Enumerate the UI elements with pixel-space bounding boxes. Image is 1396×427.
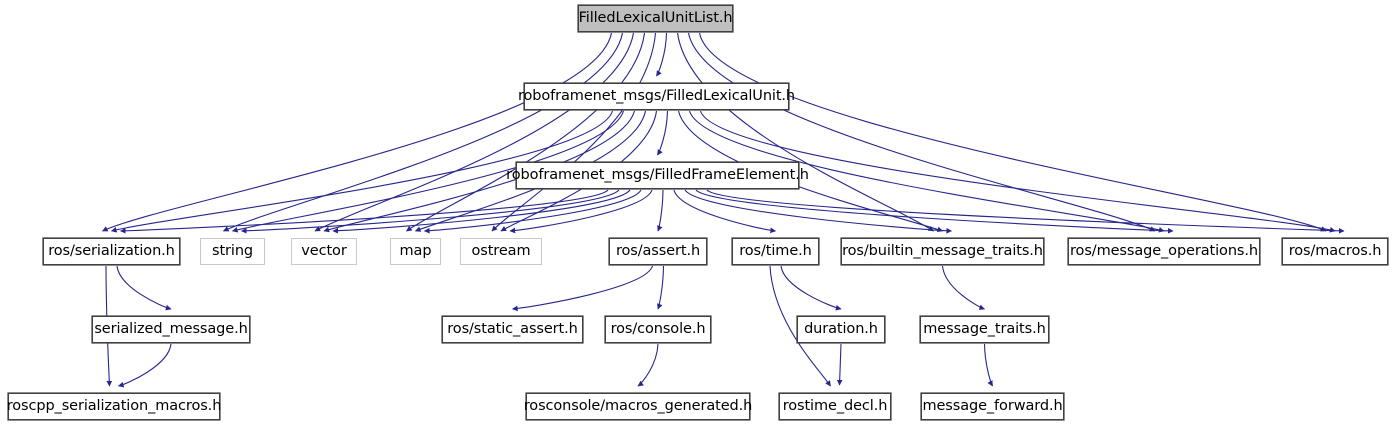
graph-node[interactable]: ros/message_operations.h (1068, 238, 1260, 265)
graph-edge (676, 32, 934, 232)
graph-edge (657, 110, 669, 156)
graph-edge (509, 189, 653, 234)
graph-edge (323, 110, 636, 233)
graph-node[interactable]: vector (291, 238, 357, 265)
graph-edge (699, 110, 1336, 233)
graph-node[interactable]: ros/serialization.h (43, 238, 180, 265)
graph-edge (119, 189, 609, 234)
graph-edge (117, 343, 172, 388)
graph-node[interactable]: message_traits.h (920, 316, 1049, 343)
graph-node[interactable]: rostime_decl.h (779, 393, 891, 420)
graph-node[interactable]: ros/time.h (732, 238, 819, 265)
graph-edge (240, 189, 620, 234)
graph-node[interactable]: roboframenet_msgs/FilledLexicalUnit.h (518, 83, 795, 110)
graph-edge (780, 265, 842, 311)
graph-node[interactable]: message_forward.h (921, 393, 1064, 420)
graph-node[interactable]: ros/macros.h (1282, 238, 1388, 265)
graph-edge (101, 32, 613, 232)
graph-edge (637, 343, 659, 387)
graph-edge (116, 265, 172, 311)
graph-edge (423, 189, 642, 234)
graph-edge (687, 32, 1156, 232)
graph-edge (983, 343, 993, 387)
graph-edge (684, 189, 953, 234)
graph-edge (314, 32, 635, 232)
graph-edge (698, 32, 1327, 232)
graph-node[interactable]: roscpp_serialization_macros.h (7, 393, 221, 420)
graph-edge (706, 189, 1345, 234)
graph-edge (657, 189, 664, 232)
graph-edge (511, 265, 654, 312)
graph-edge (332, 189, 631, 234)
graph-node[interactable]: roboframenet_msgs/FilledFrameElement.h (506, 162, 809, 189)
graph-edge (110, 110, 614, 233)
graph-node[interactable]: ros/builtin_message_traits.h (841, 238, 1044, 265)
graph-node[interactable]: ostream (460, 238, 542, 265)
graph-edge (836, 343, 843, 386)
graph-node[interactable]: ros/assert.h (609, 238, 707, 265)
graph-node[interactable]: FilledLexicalUnitList.h (578, 5, 733, 32)
graph-edge (406, 32, 646, 232)
graph-node[interactable]: map (390, 238, 441, 265)
graph-node[interactable]: duration.h (797, 316, 885, 343)
graph-edge (491, 32, 657, 232)
graph-node[interactable]: string (200, 238, 265, 265)
graph-edge (941, 265, 986, 310)
graph-edge (695, 189, 1174, 234)
graph-edge (656, 32, 668, 77)
graph-node[interactable]: ros/static_assert.h (442, 316, 583, 343)
graph-node[interactable]: ros/console.h (605, 316, 711, 343)
graph-node[interactable]: rosconsole/macros_generated.h (524, 393, 752, 420)
graph-node[interactable]: serialized_message.h (92, 316, 250, 343)
graph-edge (673, 189, 777, 234)
graph-edge (231, 110, 625, 233)
graph-edge (657, 265, 665, 310)
graph-edge (222, 32, 624, 232)
